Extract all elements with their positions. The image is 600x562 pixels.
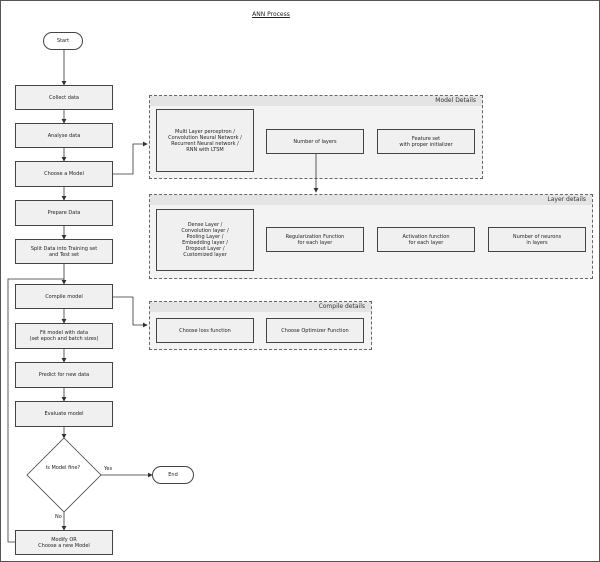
evaluate-model-step: Evaluate model (15, 401, 113, 427)
neurons-box: Number of neurons in layers (488, 227, 586, 252)
loss-function-box: Choose loss function (156, 318, 254, 343)
diagram-title: ANN Process (252, 11, 290, 18)
analyse-data-step: Analyse data (15, 123, 113, 148)
edge-choose-model-details (113, 141, 148, 175)
split-data-step: Split Data into Training set and Test se… (15, 239, 113, 264)
compile-model-step: Compile model (15, 284, 113, 309)
compile-details-title: Compile details (318, 303, 365, 310)
feature-set-box: Feature set with proper initializer (377, 129, 475, 154)
decision-label: Is Model fine? (45, 465, 81, 471)
layer-details-title: Layer details (547, 196, 586, 203)
decision-diamond (26, 437, 102, 513)
no-label: No (55, 514, 62, 520)
modify-model-step: Modify OR Choose a new Model (15, 530, 113, 555)
model-details-title: Model Details (435, 97, 476, 104)
fit-model-step: Fit model with data (set epoch and batch… (15, 323, 113, 349)
prepare-data-step: Prepare Data (15, 200, 113, 226)
collect-data-step: Collect data (15, 85, 113, 110)
optimizer-function-box: Choose Optimizer Function (266, 318, 364, 343)
choose-model-step: Choose a Model (15, 161, 113, 187)
start-node: Start (43, 32, 83, 50)
number-of-layers-box: Number of layers (266, 129, 364, 154)
model-type-box: Multi Layer perceptron / Convolution Neu… (156, 109, 254, 172)
regularization-box: Regularization Function for each layer (266, 227, 364, 252)
yes-label: Yes (104, 466, 113, 472)
predict-step: Predict for new data (15, 362, 113, 388)
edge-modify-loop (7, 278, 64, 543)
end-node: End (152, 466, 194, 484)
layer-types-box: Dense Layer / Convolution layer / Poolin… (156, 209, 254, 271)
activation-box: Activation function for each layer (377, 227, 475, 252)
edge-compile-compile-details (113, 296, 148, 328)
